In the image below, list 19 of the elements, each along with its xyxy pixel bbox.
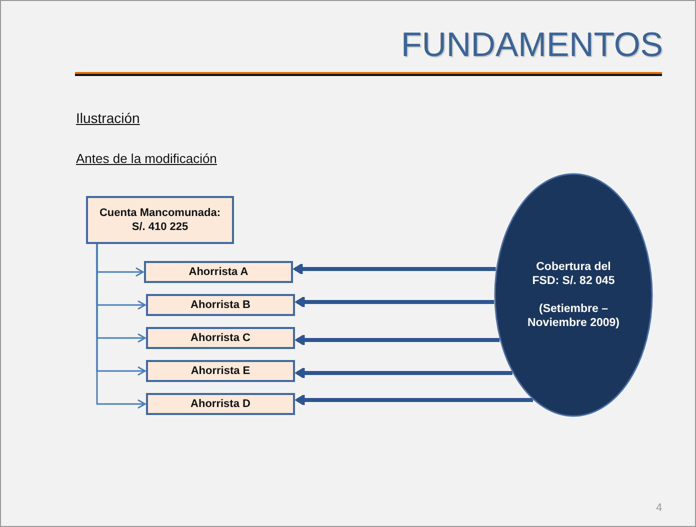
arrow <box>295 394 534 406</box>
coverage-ellipse <box>494 173 653 417</box>
arrow <box>295 367 512 379</box>
subheading: Antes de la modificación <box>76 151 217 166</box>
period-text: (Setiembre – Noviembre 2009) <box>526 302 621 330</box>
page-number: 4 <box>656 502 662 514</box>
saver-box: Ahorrista E <box>146 360 295 382</box>
arrow <box>293 263 496 275</box>
section-heading: Ilustración <box>76 110 140 126</box>
arrow <box>295 296 494 308</box>
arrow <box>295 334 500 346</box>
saver-box: Ahorrista B <box>146 294 295 316</box>
coverage-text: Cobertura del FSD: S/. 82 045 <box>531 260 616 288</box>
saver-box: Ahorrista A <box>144 261 293 283</box>
saver-box: Ahorrista D <box>146 393 295 415</box>
account-box: Cuenta Mancomunada: S/. 410 225 <box>86 196 234 244</box>
slide-title: FUNDAMENTOS <box>401 26 663 65</box>
saver-box: Ahorrista C <box>146 327 295 349</box>
arrow <box>96 244 146 409</box>
